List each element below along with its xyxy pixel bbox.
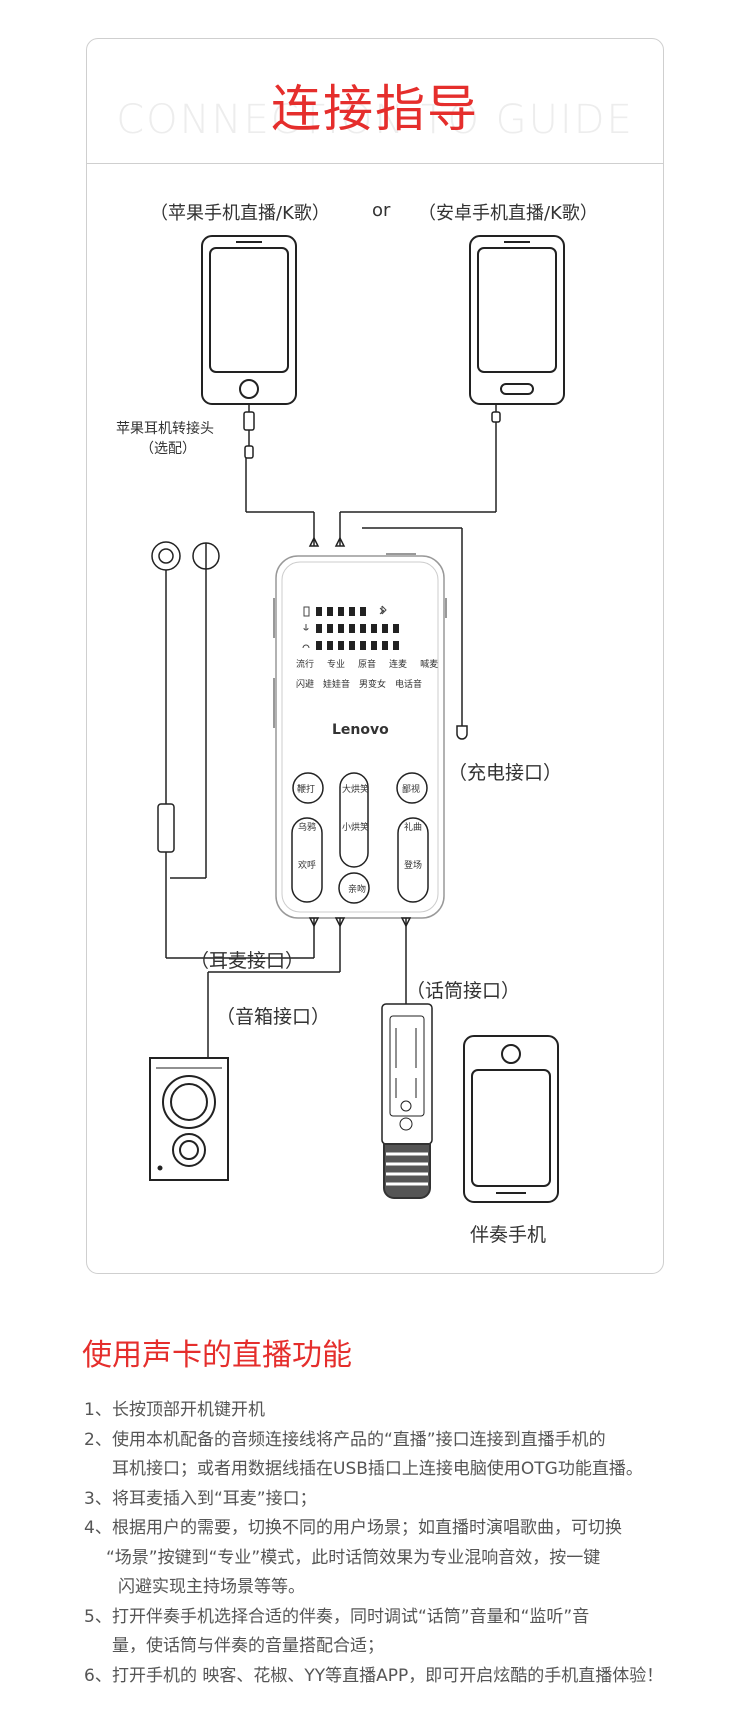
page-title: 连接指导 <box>271 80 479 138</box>
step-text: “场景”按键到“专业”模式，此时话筒效果为专业混响音效，按一键 <box>106 1547 601 1568</box>
step-text: 耳机接口；或者用数据线插在USB插口上连接电脑使用OTG功能直播。 <box>112 1459 643 1479</box>
speaker-port-label: （音箱接口） <box>216 1006 331 1028</box>
step-number: 2、 <box>84 1429 112 1450</box>
title-background-en: CONNECTION TO GUIDE <box>116 97 634 143</box>
mode-label: 电话音 <box>395 680 423 690</box>
mode-label: 专业 <box>327 660 346 670</box>
step-text: 使用本机配备的音频连接线将产品的“直播”接口连接到直播手机的 <box>112 1429 606 1450</box>
connection-diagram <box>149 235 565 1203</box>
step-text: 长按顶部开机键开机 <box>112 1400 265 1420</box>
battery-icon <box>303 606 310 617</box>
effect-button-9[interactable]: 登场 <box>404 861 423 871</box>
adapter-label-line1: 苹果耳机转接头 <box>116 421 214 437</box>
step-text: 打开伴奏手机选择合适的伴奏，同时调试“话筒”音量和“监听”音 <box>112 1606 590 1627</box>
microphone-icon <box>381 1003 433 1199</box>
mode-row-1: 流行 专业 原音 连麦 喊麦 <box>296 657 438 670</box>
apple-phone-label: （苹果手机直播/K歌） <box>150 203 330 224</box>
section-title: 使用声卡的直播功能 <box>82 1338 352 1373</box>
android-phone-label: （安卓手机直播/K歌） <box>418 203 598 224</box>
step-text: 量，使话筒与伴奏的音量搭配合适； <box>112 1636 384 1656</box>
speaker-cable <box>207 918 341 1058</box>
step-2: 2、使用本机配备的音频连接线将产品的“直播”接口连接到直播手机的 耳机接口；或者… <box>84 1426 704 1485</box>
effect-button-7[interactable]: 欢呼 <box>298 861 317 871</box>
connection-guide-panel: CONNECTION TO GUIDE 连接指导 <box>86 38 664 1274</box>
mic-port-label: （话筒接口） <box>406 980 521 1002</box>
earphones-icon <box>151 541 315 959</box>
step-text: 闪避实现主持场景等等。 <box>118 1577 305 1597</box>
charge-port-label: （充电接口） <box>448 762 563 784</box>
effect-button-1[interactable]: 鞭打 <box>297 785 316 795</box>
mode-label: 喊麦 <box>420 660 439 670</box>
effect-button-6[interactable]: 礼曲 <box>404 823 423 833</box>
effect-button-2[interactable]: 大烘笑 <box>342 785 370 795</box>
android-cable <box>339 404 501 546</box>
step-number: 1、 <box>84 1400 112 1420</box>
step-number: 6、 <box>84 1665 112 1686</box>
adapter-label-line2: （选配） <box>140 441 196 457</box>
step-text: 打开手机的 映客、花椒、YY等直播APP，即可开启炫酷的手机直播体验！ <box>112 1665 664 1686</box>
headset-port-label: （耳麦接口） <box>190 950 305 972</box>
mode-label: 男变女 <box>359 680 387 690</box>
headphone-icon <box>302 644 310 649</box>
step-4: 4、根据用户的需要，切换不同的用户场景；如直播时演唱歌曲，可切换 “场景”按键到… <box>84 1514 704 1603</box>
mode-label: 连麦 <box>389 660 408 670</box>
step-text: 将耳麦插入到“耳麦”接口； <box>112 1488 317 1509</box>
step-1: 1、长按顶部开机键开机 <box>84 1396 704 1426</box>
step-number: 5、 <box>84 1606 112 1627</box>
android-phone-icon <box>469 235 565 405</box>
speaker-icon <box>149 1057 229 1181</box>
sound-card-level-meters <box>316 607 399 650</box>
accompany-phone-icon <box>463 1035 559 1203</box>
mic-icon <box>303 624 309 631</box>
effect-button-3[interactable]: 鄙视 <box>402 785 421 795</box>
apple-adapter-cable <box>243 404 315 546</box>
step-3: 3、将耳麦插入到“耳麦”接口； <box>84 1485 704 1515</box>
charge-cable <box>362 527 468 740</box>
mode-label: 闪避 <box>296 680 315 690</box>
effect-button-5[interactable]: 小烘笑 <box>342 823 370 833</box>
step-6: 6、打开手机的 映客、花椒、YY等直播APP，即可开启炫酷的手机直播体验！ <box>84 1662 704 1692</box>
sound-card-device <box>273 553 447 919</box>
step-number: 3、 <box>84 1488 112 1509</box>
mode-row-2: 闪避 娃娃音 男变女 电话音 <box>296 677 422 690</box>
or-label: or <box>372 200 391 221</box>
title-zone: CONNECTION TO GUIDE 连接指导 <box>87 39 663 164</box>
step-text: 根据用户的需要，切换不同的用户场景；如直播时演唱歌曲，可切换 <box>112 1518 622 1538</box>
mode-label: 娃娃音 <box>323 680 351 690</box>
mode-label: 流行 <box>296 660 315 670</box>
step-number: 4、 <box>84 1518 112 1538</box>
apple-phone-icon <box>201 235 297 405</box>
mode-label: 原音 <box>358 660 377 670</box>
accompany-phone-label: 伴奏手机 <box>470 1224 547 1246</box>
instruction-steps: 1、长按顶部开机键开机 2、使用本机配备的音频连接线将产品的“直播”接口连接到直… <box>84 1396 704 1691</box>
effect-button-8[interactable]: 亲吻 <box>348 885 367 895</box>
step-5: 5、打开伴奏手机选择合适的伴奏，同时调试“话筒”音量和“监听”音 量，使话筒与伴… <box>84 1603 704 1662</box>
effect-button-4[interactable]: 乌鸦 <box>298 823 317 833</box>
brand-logo: Lenovo <box>332 722 389 738</box>
bluetooth-icon <box>379 605 387 615</box>
